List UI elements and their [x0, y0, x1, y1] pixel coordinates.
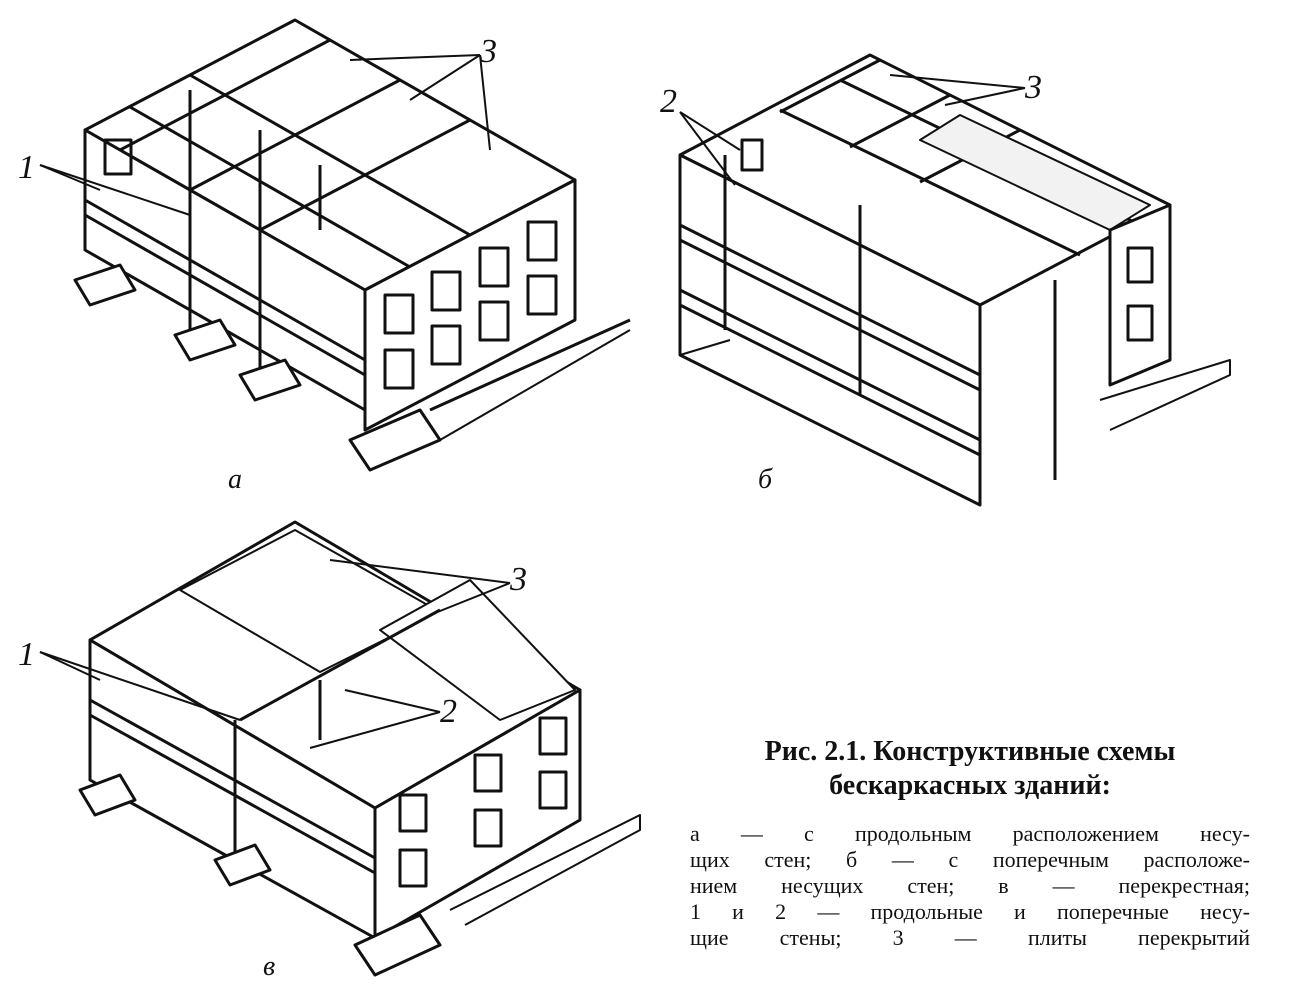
label-c-2: 2: [440, 693, 457, 730]
caption-line-4: 1 и 2 — продольные и поперечные несу-: [690, 899, 1250, 924]
caption-legend: а — с продольным расположением несу- щих…: [690, 821, 1250, 951]
figure-caption: Рис. 2.1. Конструктивные схемы бескаркас…: [690, 735, 1250, 951]
label-a-1: 1: [18, 149, 35, 186]
caption-line-1: а — с продольным расположением несу-: [690, 821, 1250, 846]
caption-line-5: щие стены; 3 — плиты перекрытий: [690, 925, 1250, 950]
drawing-a-windows: [103, 138, 558, 390]
caption-title: Рис. 2.1. Конструктивные схемы бескаркас…: [690, 735, 1250, 803]
caption-line-2: щих стен; б — с поперечным расположе-: [690, 847, 1250, 872]
label-c-3: 3: [509, 561, 527, 598]
label-a-3: 3: [479, 33, 497, 70]
caption-title-line-1: Рис. 2.1. Конструктивные схемы: [764, 736, 1176, 767]
label-c-1: 1: [18, 636, 35, 673]
subcaption-c: в: [263, 951, 275, 982]
drawing-b-transverse-walls: [678, 53, 1231, 507]
drawing-a-longitudinal-walls: [39, 18, 631, 472]
subcaption-b: б: [758, 464, 773, 495]
label-b-2: 2: [660, 83, 677, 120]
drawing-c-cross-walls: [39, 520, 641, 977]
caption-line-3: нием несущих стен; в — перекрестная;: [690, 873, 1250, 898]
drawing-b-windows: [740, 138, 1154, 342]
caption-title-line-2: бескаркасных зданий:: [829, 770, 1111, 801]
drawing-c-windows: [398, 716, 568, 888]
label-b-3: 3: [1024, 69, 1042, 106]
subcaption-a: а: [228, 464, 242, 495]
